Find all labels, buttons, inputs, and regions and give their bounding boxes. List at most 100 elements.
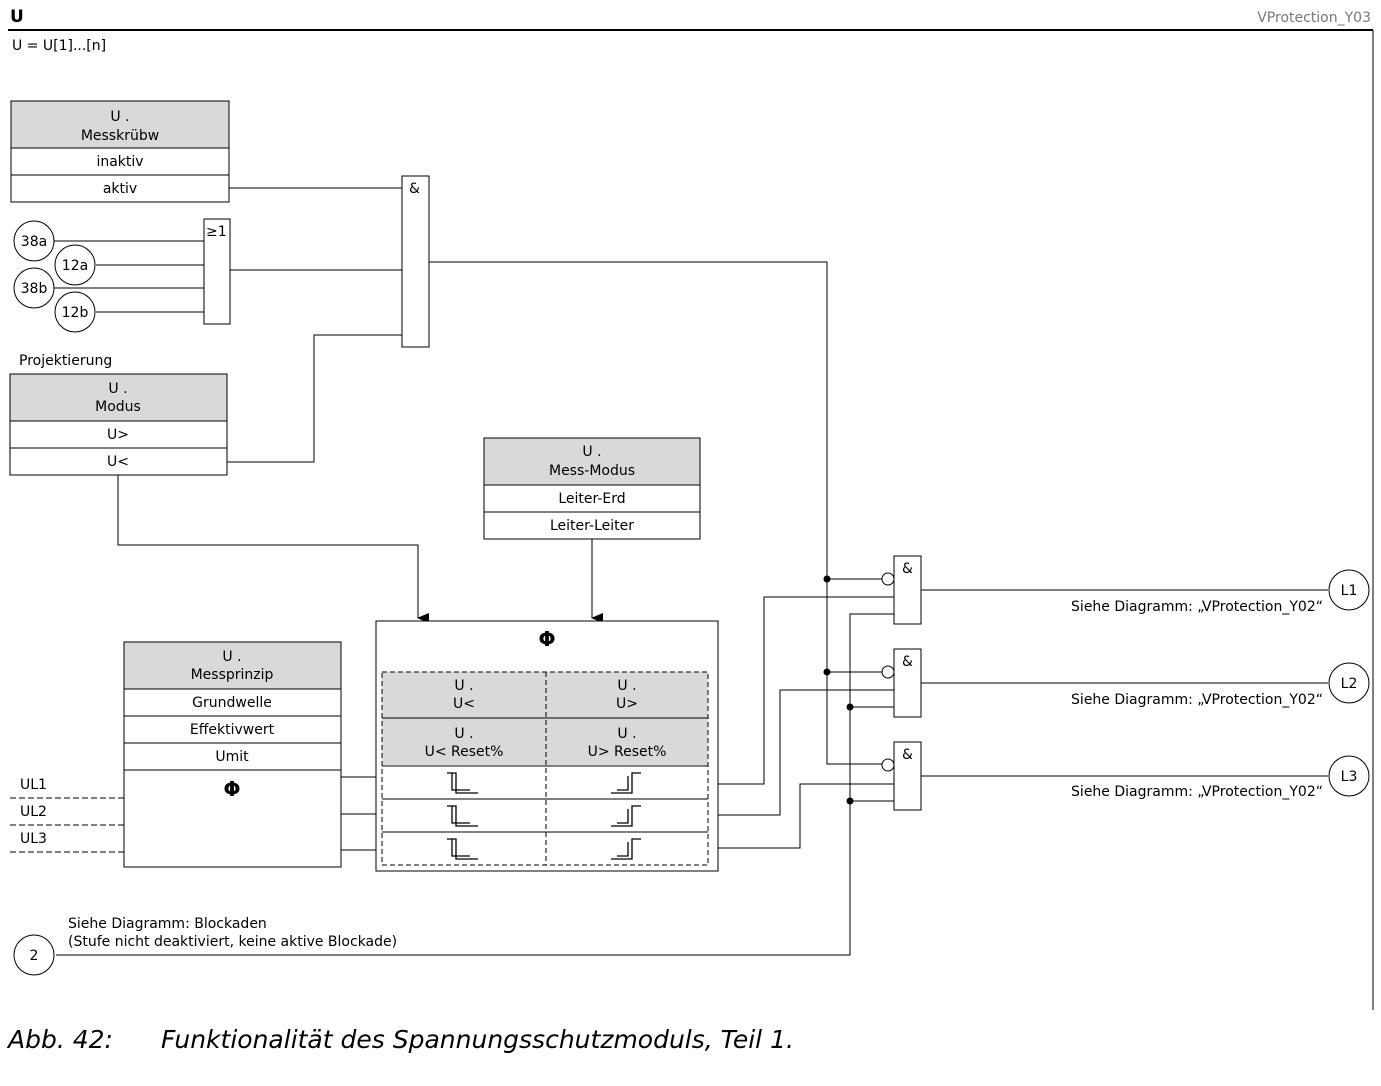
mess-modus-header — [483, 437, 701, 486]
mess-modus-option-leiter-erd — [483, 484, 701, 513]
cell-u-lt-reset-label: U< Reset% — [425, 744, 504, 760]
messprinzip-option-grundwelle-label: Grundwelle — [192, 695, 272, 711]
header-subtitle: U = U[1]...[n] — [12, 38, 106, 54]
cell-u-lt-title: U . — [454, 678, 473, 694]
inverter-l3 — [881, 758, 895, 772]
modus-option-u-lt-label: U< — [107, 454, 129, 470]
messprinzip-header — [123, 641, 342, 690]
output-gate-l2-symbol: & — [902, 654, 913, 670]
blockaden-input: 2 Siehe Diagramm: Blockaden (Stufe nicht… — [13, 916, 397, 976]
modus-title-1: U . — [108, 381, 127, 397]
inverter-l2 — [881, 665, 895, 679]
signal-38a-label: 38a — [21, 234, 47, 250]
messkruebw-selector: U . Messkrübw inaktiv aktiv — [10, 100, 230, 203]
modus-option-u-lt — [9, 447, 228, 476]
modus-option-u-gt — [9, 420, 228, 449]
messprinzip-title-1: U . — [222, 649, 241, 665]
caption-number: Abb. 42: — [8, 1025, 113, 1054]
messkruebw-option-aktiv-label: aktiv — [103, 181, 137, 197]
messprinzip-option-effektivwert-label: Effektivwert — [190, 722, 275, 738]
messkruebw-option-aktiv — [10, 174, 230, 203]
wires-main-and — [227, 187, 882, 765]
messprinzip-option-grundwelle — [123, 688, 342, 717]
messprinzip-option-effektivwert — [123, 715, 342, 744]
output-l3-label: L3 — [1341, 769, 1358, 785]
output-l1-label: L1 — [1341, 583, 1358, 599]
output-gate-l3-symbol: & — [902, 747, 913, 763]
output-terminal-l3 — [1328, 755, 1370, 797]
header-diagram-id: VProtection_Y03 — [1257, 10, 1371, 26]
messkruebw-option-inaktiv — [10, 147, 230, 176]
messprinzip-function-box — [123, 769, 342, 868]
modus-title-2: Modus — [95, 399, 141, 415]
messprinzip-block: U . Messprinzip Grundwelle Effektivwert … — [123, 641, 342, 868]
caption-text: Funktionalität des Spannungsschutzmoduls… — [161, 1025, 794, 1054]
signal-38b-label: 38b — [21, 281, 48, 297]
cell-u-gt-reset-label: U> Reset% — [588, 744, 667, 760]
mess-modus-option-leiter-erd-label: Leiter-Erd — [558, 491, 625, 507]
mess-modus-title-1: U . — [582, 444, 601, 460]
signal-38a — [13, 220, 55, 262]
signal-12b-label: 12b — [62, 305, 89, 321]
wires-blocking — [56, 613, 894, 956]
output-l2-label: L2 — [1341, 676, 1358, 692]
modus-to-phi-arrow — [117, 475, 429, 623]
figure-caption: Abb. 42: Funktionalität des Spannungsschu… — [8, 1025, 794, 1054]
blockaden-note-2: (Stufe nicht deaktiviert, keine aktive B… — [68, 934, 397, 950]
wires-phi-to-gates — [718, 596, 894, 849]
wires-messprinzip-phi — [341, 776, 376, 851]
messprinzip-option-umit-label: Umit — [215, 749, 249, 765]
output-gate-l1-symbol: & — [902, 561, 913, 577]
mess-modus-option-leiter-leiter-label: Leiter-Leiter — [550, 518, 634, 534]
blockaden-id: 2 — [30, 948, 39, 964]
output-gate-l3: & — [881, 741, 922, 811]
or-gate-symbol: ≥1 — [206, 224, 227, 240]
or-gate: ≥1 — [203, 218, 231, 325]
diagram-header: U VProtection_Y03 U = U[1]...[n] — [8, 7, 1374, 1010]
input-ul1-label: UL1 — [20, 777, 47, 793]
wires-main-and-distribution — [823, 575, 882, 676]
phi-block: Φ U . U< U . U> U . U< Reset% U . U> Res… — [375, 620, 719, 872]
or-gate-inputs: 38a 12a 38b 12b — [13, 220, 204, 333]
blockaden-note-1: Siehe Diagramm: Blockaden — [68, 916, 267, 932]
signal-12a — [54, 244, 96, 286]
logic-diagram: U VProtection_Y03 U = U[1]...[n] U . Mes… — [8, 7, 1374, 1010]
input-ul2-label: UL2 — [20, 804, 47, 820]
messkruebw-title-1: U . — [110, 109, 129, 125]
signal-12a-label: 12a — [62, 258, 88, 274]
modus-option-u-gt-label: U> — [107, 427, 129, 443]
output-l1-note: Siehe Diagramm: „VProtection_Y02“ — [1071, 599, 1323, 615]
cell-u-gt-label: U> — [616, 696, 638, 712]
and-gate-main-symbol: & — [409, 181, 420, 197]
modus-selector: U . Modus U> U< — [9, 373, 228, 476]
undervoltage-threshold-icons — [447, 772, 478, 860]
messprinzip-title-2: Messprinzip — [191, 667, 274, 683]
cell-u-lt-label: U< — [453, 696, 475, 712]
inverter-l1 — [881, 572, 895, 586]
header-title: U — [10, 7, 24, 27]
mess-modus-title-2: Mess-Modus — [549, 463, 635, 479]
output-terminal-l2 — [1328, 662, 1370, 704]
phi-block-symbol: Φ — [538, 627, 555, 651]
cell-u-lt-reset-title: U . — [454, 726, 473, 742]
messkruebw-title-2: Messkrübw — [81, 128, 159, 144]
voltage-inputs: UL1 UL2 UL3 — [10, 777, 124, 853]
cell-u-gt-reset-title: U . — [617, 726, 636, 742]
messprinzip-option-umit — [123, 742, 342, 771]
modus-header — [9, 373, 228, 422]
input-ul3-label: UL3 — [20, 831, 47, 847]
overvoltage-threshold-icons — [611, 772, 641, 860]
projektierung-label: Projektierung — [19, 353, 112, 369]
output-l3-note: Siehe Diagramm: „VProtection_Y02“ — [1071, 784, 1323, 800]
messprinzip-phi: Φ — [223, 777, 240, 801]
cell-u-gt-title: U . — [617, 678, 636, 694]
output-terminal-l1 — [1328, 569, 1370, 611]
blockaden-terminal — [13, 934, 55, 976]
signal-38b — [13, 267, 55, 309]
output-l2-note: Siehe Diagramm: „VProtection_Y02“ — [1071, 692, 1323, 708]
output-gate-l2: & — [881, 648, 922, 718]
and-gate-main: & — [401, 175, 430, 348]
outputs: L1 L2 L3 Siehe Diagramm: „VProtection_Y0… — [921, 569, 1370, 800]
mess-modus-selector: U . Mess-Modus Leiter-Erd Leiter-Leiter — [483, 437, 701, 540]
signal-12b — [54, 291, 96, 333]
